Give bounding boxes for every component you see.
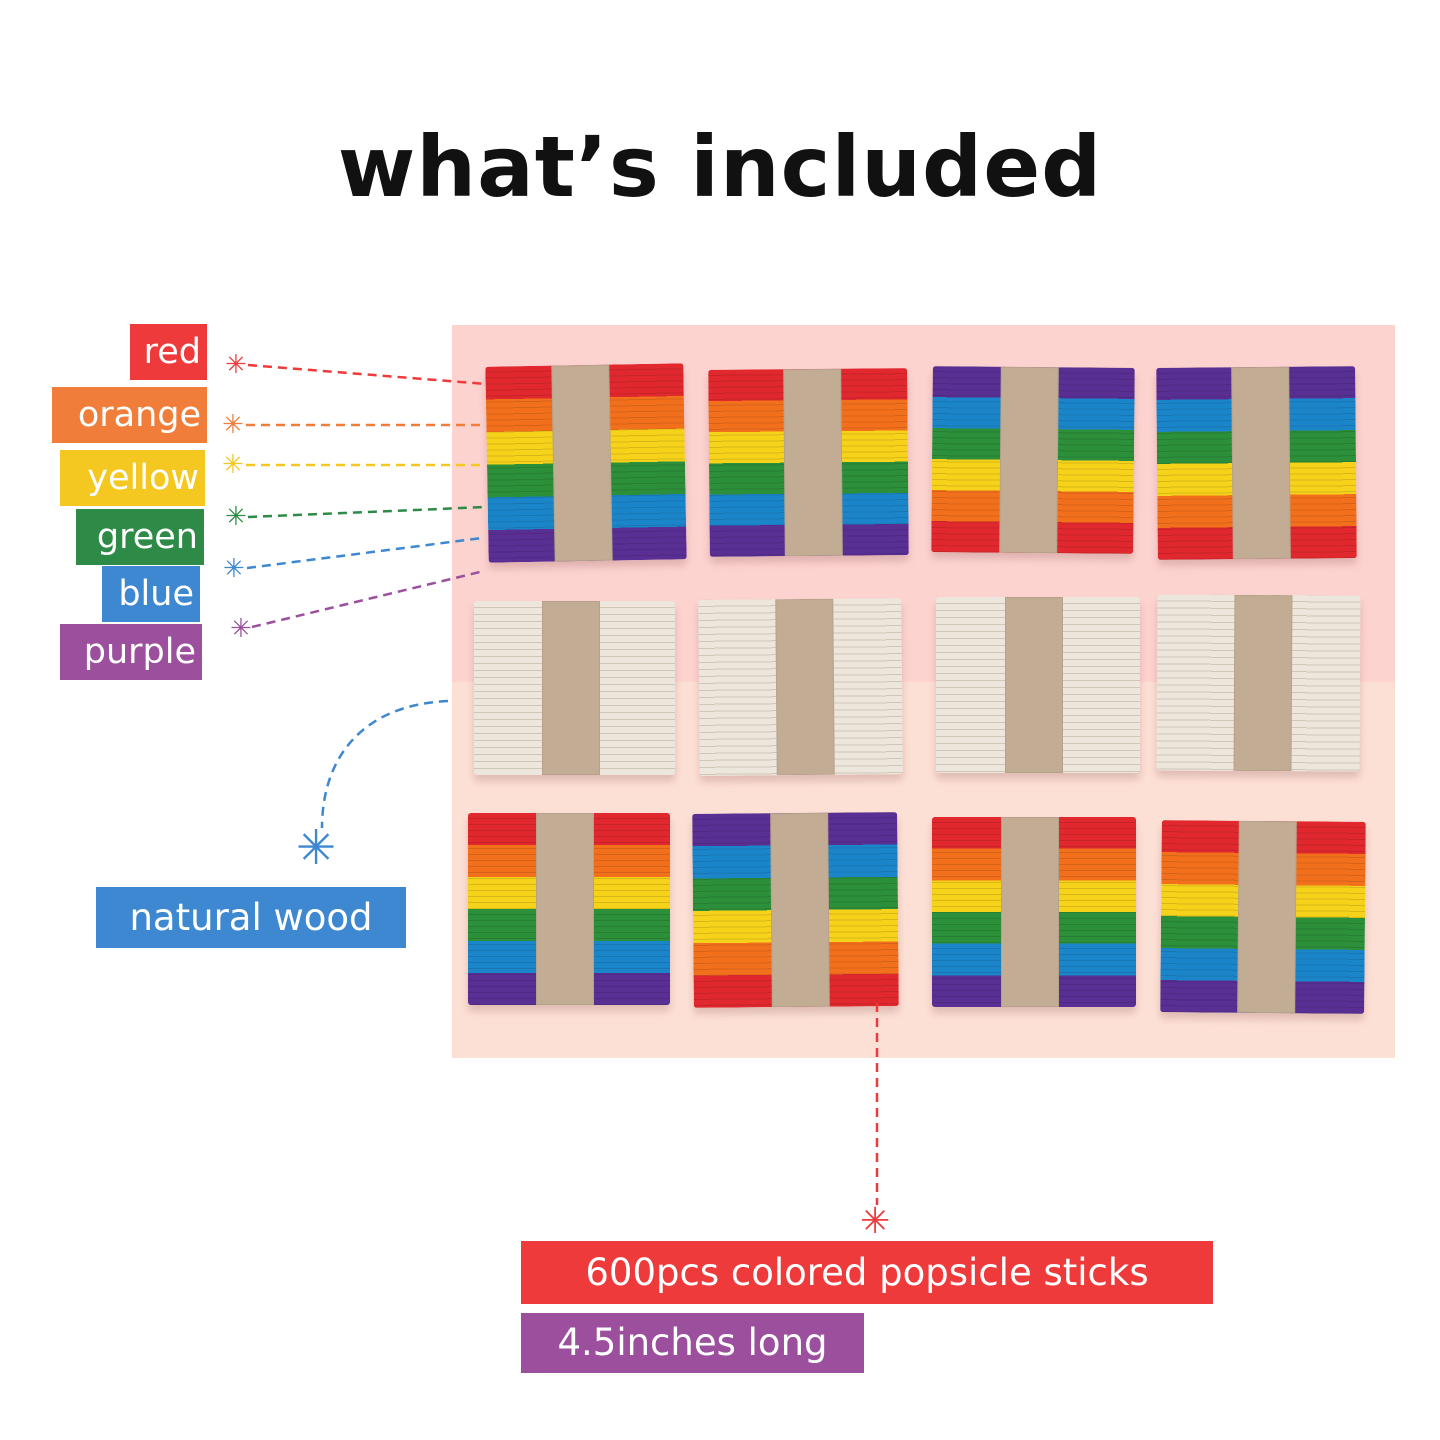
- stick-bundle: [468, 813, 670, 1005]
- label-stick-length: 4.5inches long: [521, 1313, 864, 1373]
- paper-band: [536, 813, 594, 1005]
- connector-purple: [251, 569, 485, 629]
- star-orange-icon: ✳: [222, 410, 244, 440]
- star-green-icon: ✳: [225, 502, 247, 532]
- stick-bundle: [474, 601, 675, 775]
- page-title: what’s included: [337, 118, 1103, 216]
- star-blue-icon: ✳: [223, 554, 245, 584]
- paper-band: [1005, 597, 1063, 773]
- star-purple-icon: ✳: [230, 614, 252, 644]
- label-orange: orange: [52, 387, 207, 443]
- star-red-icon: ✳: [225, 350, 247, 380]
- paper-band: [541, 601, 600, 775]
- stick-bundle: [936, 597, 1140, 773]
- star-natural-icon: ✳: [296, 820, 337, 876]
- label-product-count: 600pcs colored popsicle sticks: [521, 1241, 1213, 1304]
- connector-red: [247, 363, 487, 386]
- label-green: green: [76, 509, 204, 565]
- paper-band: [1001, 817, 1059, 1007]
- label-yellow: yellow: [60, 450, 205, 506]
- label-natural-wood: natural wood: [96, 887, 406, 948]
- label-red: red: [130, 324, 207, 380]
- star-product-icon: ✳: [860, 1201, 891, 1242]
- connector-natural: [320, 699, 449, 829]
- connector-blue: [246, 536, 483, 570]
- label-blue: blue: [102, 566, 200, 622]
- star-yellow-icon: ✳: [222, 450, 244, 480]
- connector-green: [247, 505, 487, 519]
- stick-bundle: [932, 817, 1136, 1007]
- product-photo: [452, 325, 1395, 1058]
- label-purple: purple: [60, 624, 202, 680]
